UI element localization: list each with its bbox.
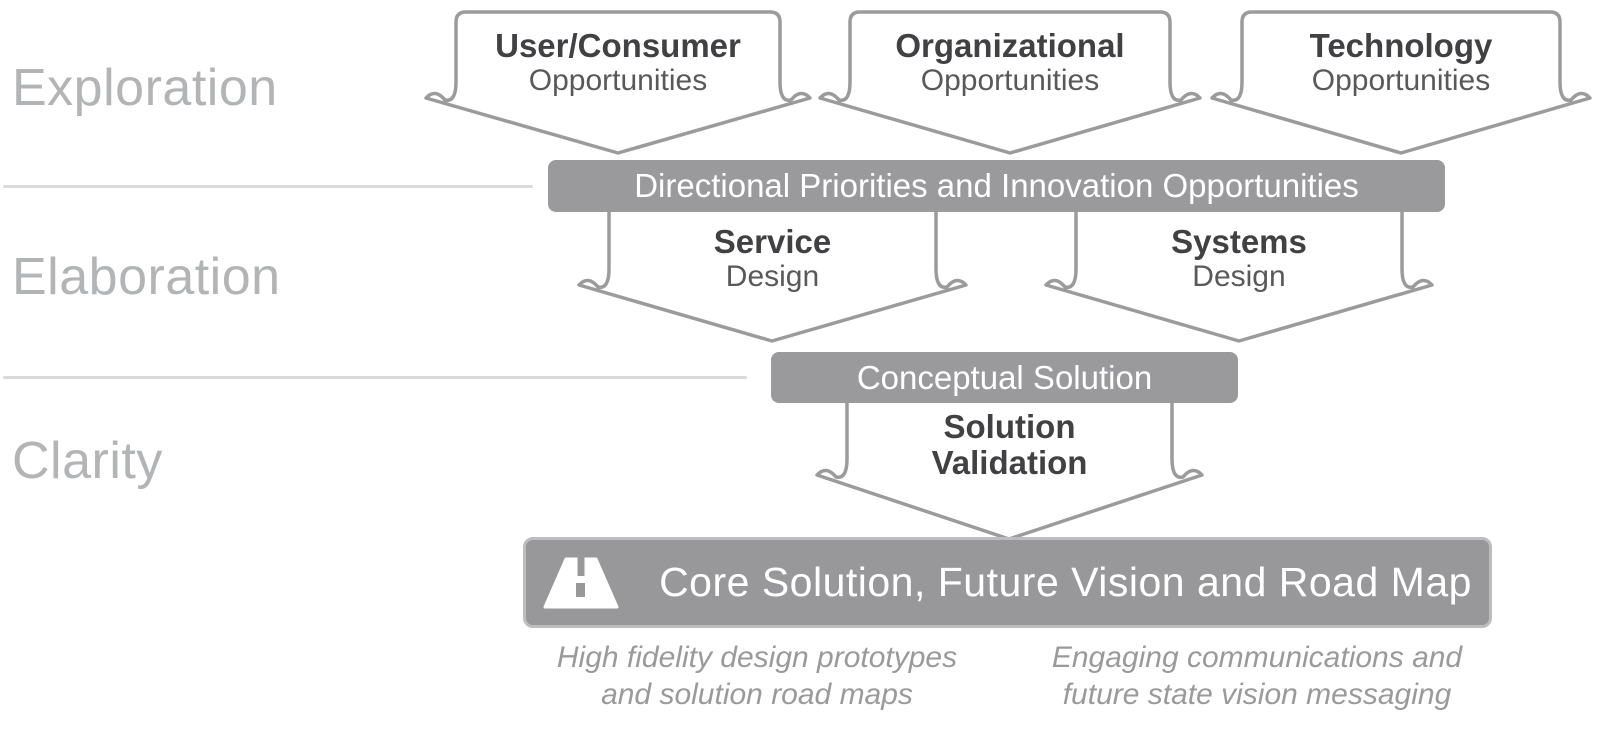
arrow-subtitle: Design	[1192, 260, 1286, 293]
arrow-solution-validation: Solution Validation	[847, 409, 1172, 481]
arrow-systems: Systems Design	[1076, 224, 1402, 294]
priorities-bar-label: Directional Priorities and Innovation Op…	[634, 167, 1359, 204]
arrow-title: Organizational	[895, 27, 1125, 64]
down-arrow-shape-organizational	[818, 10, 1202, 155]
conceptual-solution-bar-label: Conceptual Solution	[856, 358, 1153, 396]
arrow-title: Technology	[1309, 27, 1493, 64]
arrow-subtitle: Opportunities	[528, 64, 708, 97]
down-arrow-shape-systems	[1044, 210, 1434, 343]
arrow-technology: Technology Opportunities	[1242, 28, 1560, 98]
caption-line2: future state vision messaging	[1062, 678, 1452, 711]
arrow-user-consumer: User/Consumer Opportunities	[456, 28, 780, 98]
down-arrow-shape-technology	[1210, 10, 1592, 155]
arrow-service: Service Design	[609, 224, 936, 294]
arrow-title: User/Consumer	[495, 27, 741, 64]
caption-line1: High fidelity design prototypes	[556, 641, 958, 674]
arrow-title: Service	[713, 223, 832, 260]
core-solution-bar-label: Core Solution, Future Vision and Road Ma…	[659, 559, 1472, 605]
down-arrow-shape-user-consumer	[424, 10, 812, 155]
caption-line1: Engaging communications and	[1051, 641, 1463, 674]
conceptual-solution-bar: Conceptual Solution	[771, 352, 1238, 403]
caption-line2: and solution road maps	[601, 678, 913, 711]
caption-communications: Engaging communications and future state…	[1027, 639, 1487, 713]
arrow-subtitle: Opportunities	[920, 64, 1100, 97]
arrow-subtitle: Design	[725, 260, 820, 293]
phase-label-elaboration: Elaboration	[12, 248, 281, 306]
arrow-subtitle: Opportunities	[1311, 64, 1491, 97]
phase-divider-2	[3, 376, 747, 379]
phase-label-exploration: Exploration	[12, 59, 278, 117]
arrow-title: Systems	[1171, 223, 1307, 260]
arrow-title-line1: Solution	[943, 408, 1076, 445]
caption-prototypes: High fidelity design prototypes and solu…	[527, 639, 987, 713]
core-solution-bar: Core Solution, Future Vision and Road Ma…	[523, 537, 1492, 628]
road-icon	[543, 556, 619, 608]
arrow-title-line2: Validation	[931, 444, 1088, 481]
phase-divider-1	[3, 185, 533, 188]
arrow-organizational: Organizational Opportunities	[850, 28, 1170, 98]
down-arrow-shape-service	[577, 210, 968, 343]
phase-label-clarity: Clarity	[12, 432, 163, 490]
priorities-bar: Directional Priorities and Innovation Op…	[548, 160, 1445, 212]
